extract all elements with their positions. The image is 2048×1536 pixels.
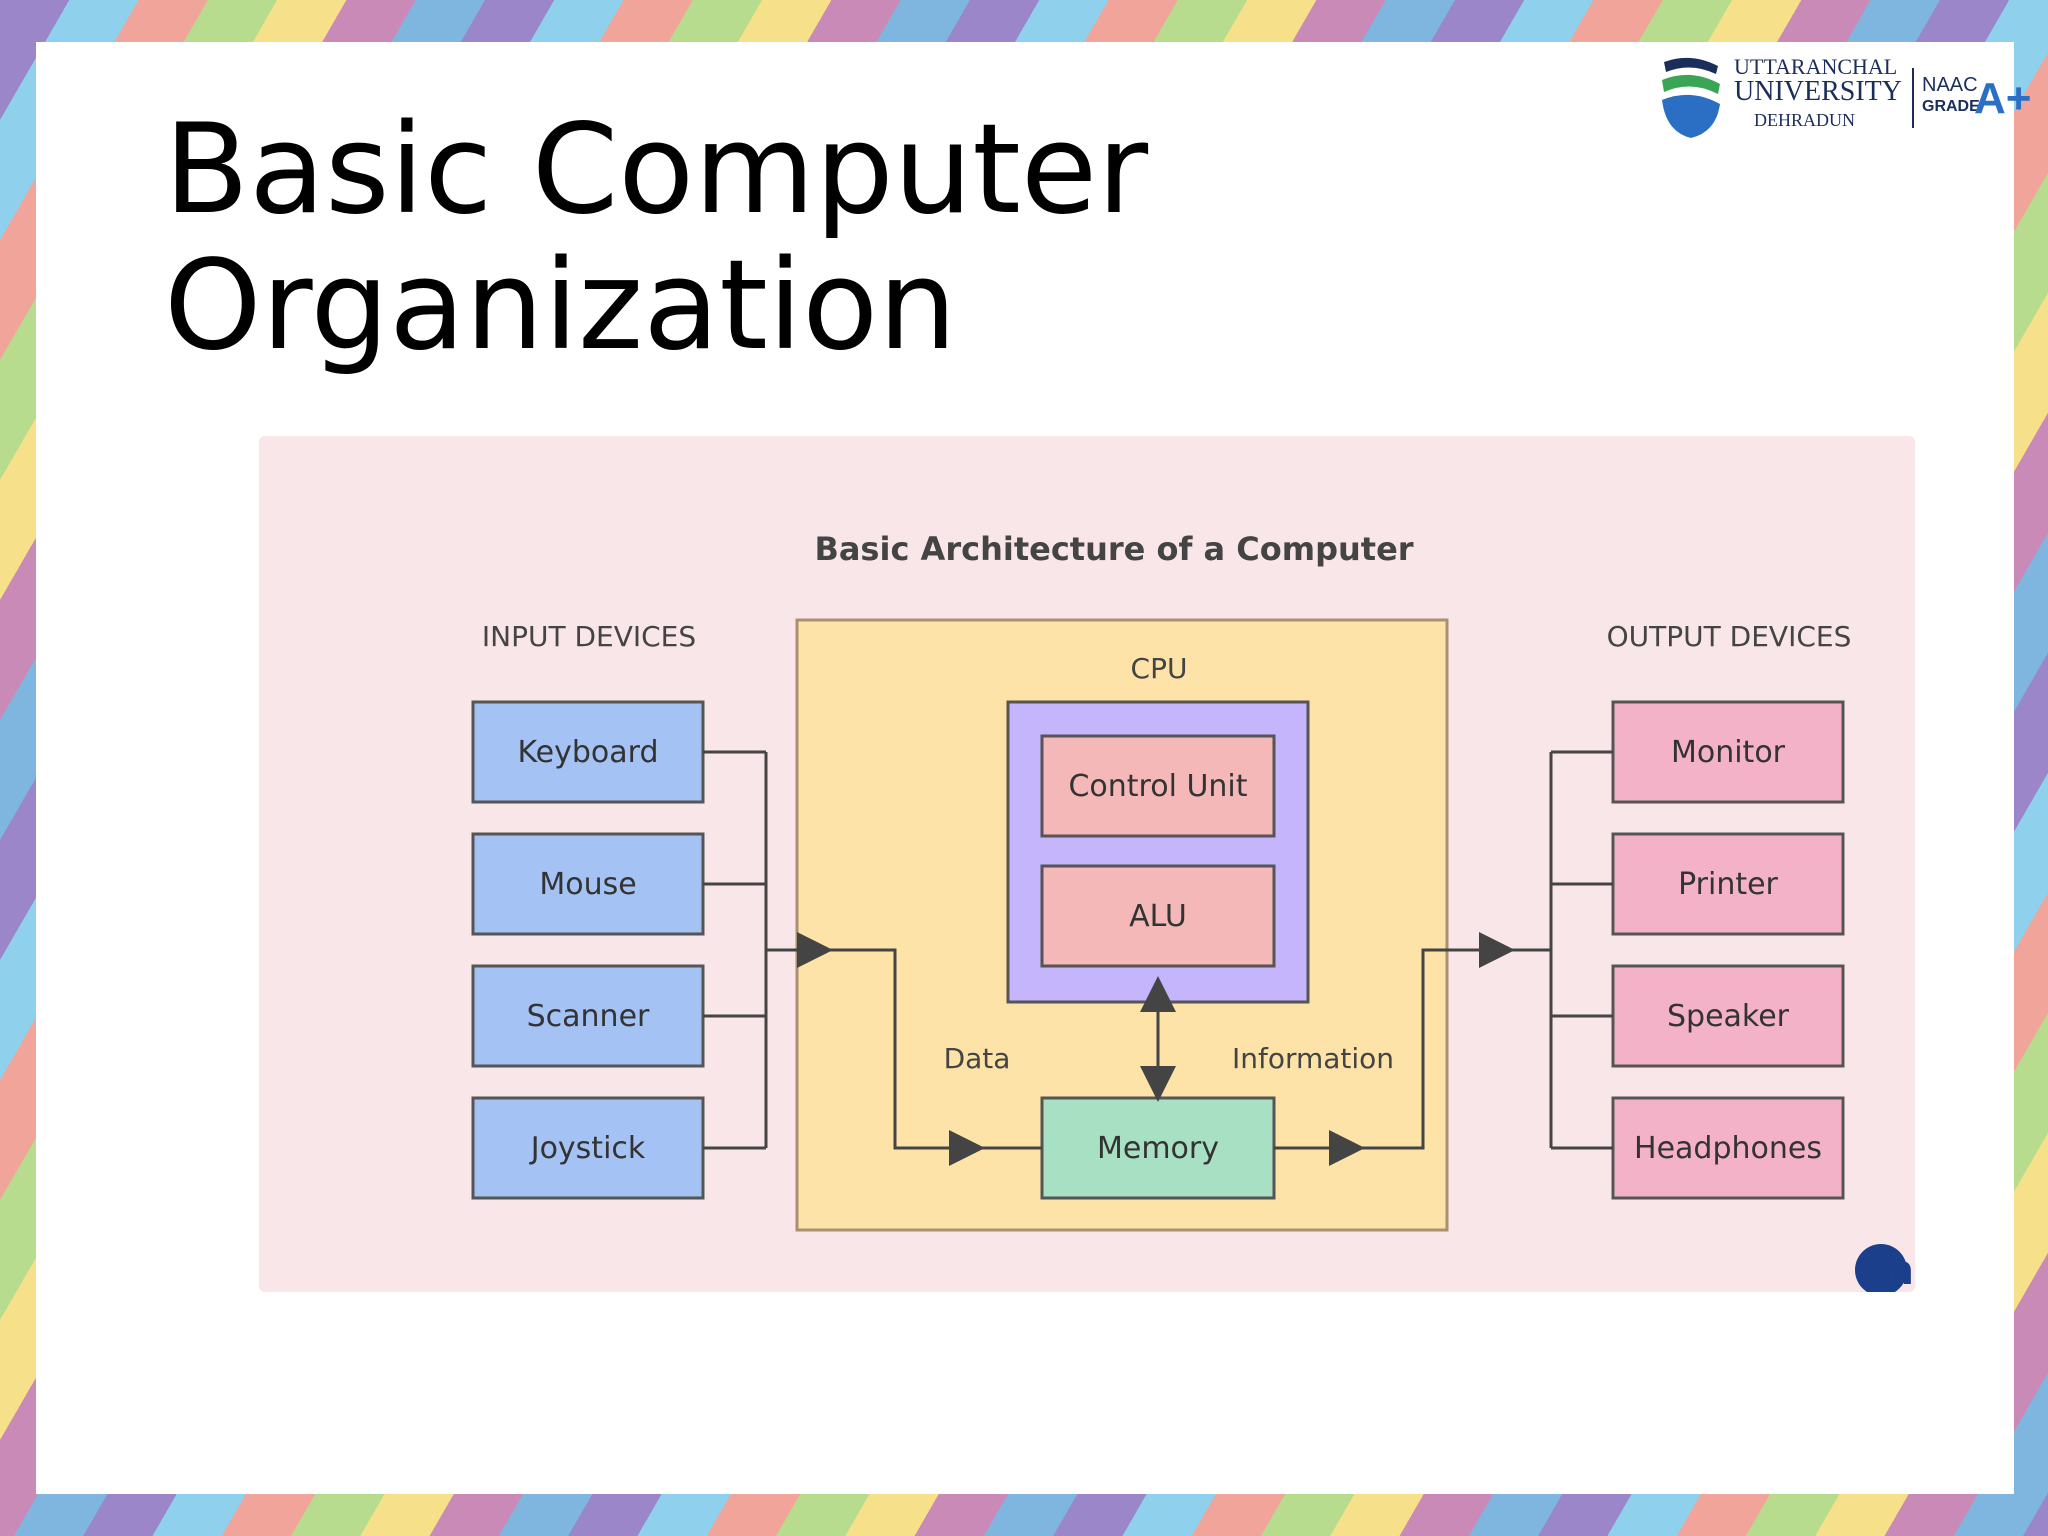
university-emblem-icon: [1662, 57, 1720, 138]
grade-label: GRADE: [1922, 98, 1980, 115]
alu-box: [1040, 864, 1276, 968]
output-device-label: Printer: [1678, 867, 1778, 902]
watermark-text: unst: [1857, 1248, 1915, 1292]
output-device-label: Speaker: [1667, 999, 1790, 1034]
university-logo: UTTARANCHAL UNIVERSITY DEHRADUN NAAC GRA…: [1656, 48, 2031, 144]
diagram-title: Basic Architecture of a Computer: [814, 530, 1413, 568]
output-device-label: Headphones: [1634, 1131, 1822, 1166]
output-device-label: Monitor: [1671, 735, 1786, 770]
control-unit-box: [1040, 734, 1276, 838]
slide-title-line1: Basic Computer: [164, 98, 1149, 242]
output-device-box: [1611, 964, 1845, 1068]
memory-label: Memory: [1097, 1131, 1219, 1166]
diagram-canvas: Basic Architecture of a Computer INPUT D…: [471, 530, 1915, 1292]
output-device-list: Monitor Printer Speaker Headphones: [1611, 700, 1845, 1200]
slide: Basic Computer Organization UTTARANCHAL …: [36, 42, 2031, 1494]
grade-value: A+: [1974, 74, 2032, 123]
architecture-diagram: Basic Architecture of a Computer INPUT D…: [259, 436, 1915, 1292]
alu-label: ALU: [1129, 899, 1187, 934]
naac-label: NAAC: [1922, 74, 1978, 96]
input-devices-heading: INPUT DEVICES: [482, 620, 696, 653]
university-name-line1: UTTARANCHAL: [1734, 54, 1898, 79]
input-device-list: Keyboard Mouse Scanner Joystick: [471, 700, 705, 1200]
slide-title: Basic Computer Organization: [164, 102, 1364, 374]
input-device-label: Mouse: [539, 867, 636, 902]
input-device-box: [471, 1096, 705, 1200]
output-device-box: [1611, 700, 1845, 804]
input-device-label: Joystick: [529, 1131, 646, 1166]
university-name-line2: UNIVERSITY: [1734, 76, 1902, 107]
input-connectors: [703, 750, 1042, 1166]
information-label: Information: [1232, 1042, 1394, 1075]
input-device-label: Keyboard: [517, 735, 658, 770]
logo-divider: [1912, 68, 1914, 128]
unstop-watermark: unst: [1855, 1244, 1915, 1292]
output-device-box: [1611, 1096, 1845, 1200]
cpu-label: CPU: [1131, 652, 1188, 685]
slide-title-line2: Organization: [164, 234, 957, 378]
input-device-box: [471, 700, 705, 804]
output-connectors: [1274, 750, 1613, 1166]
data-label: Data: [944, 1042, 1011, 1075]
memory-box: [1040, 1096, 1276, 1200]
output-devices-heading: OUTPUT DEVICES: [1607, 620, 1852, 653]
output-device-box: [1611, 832, 1845, 936]
university-name-line3: DEHRADUN: [1754, 110, 1855, 130]
input-device-label: Scanner: [527, 999, 650, 1034]
control-unit-label: Control Unit: [1068, 769, 1247, 804]
